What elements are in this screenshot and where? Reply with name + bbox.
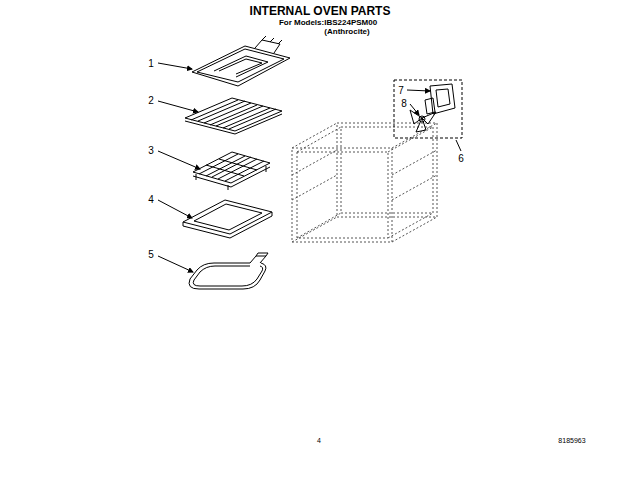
rack-frame	[193, 152, 270, 183]
callout-number: 7	[398, 85, 404, 96]
leader-line	[158, 63, 192, 69]
pan-side	[183, 212, 272, 238]
cavity-back	[337, 123, 437, 217]
rack-wire	[191, 100, 276, 129]
rack-wire	[199, 154, 264, 181]
oven-rack	[185, 98, 282, 134]
rack-frame	[185, 98, 282, 131]
model-number: For Models:IBS224PSM00	[279, 19, 377, 28]
bake-element	[189, 253, 268, 289]
leader-line	[410, 104, 419, 115]
callout-number: 8	[401, 98, 407, 109]
cavity-edge	[292, 123, 437, 242]
fan-hub	[419, 116, 425, 122]
document-number: 8185963	[558, 437, 585, 445]
assembly-outline	[394, 80, 462, 138]
cavity-back	[341, 127, 433, 213]
fan-assembly	[394, 80, 462, 138]
element-terminal	[255, 40, 280, 53]
callout-number: 1	[148, 58, 154, 69]
cavity-front	[292, 148, 392, 242]
page-title: INTERNAL OVEN PARTS	[250, 5, 391, 18]
oven-cavity	[292, 123, 437, 242]
callout-number: 6	[458, 153, 464, 164]
callout-number: 5	[148, 249, 154, 260]
element-tube	[197, 49, 284, 82]
callout-number: 2	[148, 95, 154, 106]
element-tube	[189, 263, 266, 289]
fan-bracket	[436, 89, 450, 107]
leader-line	[158, 101, 198, 112]
broil-element	[192, 36, 290, 86]
leader-lines	[158, 63, 461, 272]
leader-line	[158, 200, 192, 218]
color-note: (Anthrocite)	[324, 28, 369, 37]
broiler-pan	[183, 200, 272, 238]
fan-blade	[410, 110, 436, 132]
cavity-rail	[292, 150, 437, 200]
element-terminal	[262, 36, 282, 44]
leader-line	[158, 151, 200, 169]
leader-line	[456, 140, 461, 151]
leader-line	[158, 256, 193, 272]
cavity-edge	[297, 127, 433, 238]
leader-line	[407, 90, 430, 91]
element-terminal	[250, 253, 268, 263]
fan-motor	[425, 98, 435, 114]
element-tube	[214, 56, 268, 77]
rack-wire	[206, 159, 257, 176]
element-tube	[219, 59, 262, 74]
element-tube	[192, 46, 290, 86]
roasting-rack	[193, 152, 270, 190]
rack-frame	[193, 167, 270, 187]
rack-leg	[196, 166, 266, 190]
fan-bracket	[430, 84, 455, 114]
page-number: 4	[317, 437, 321, 445]
callout-number: 4	[148, 194, 154, 205]
callout-number: 3	[148, 145, 154, 156]
element-tube	[193, 266, 262, 286]
